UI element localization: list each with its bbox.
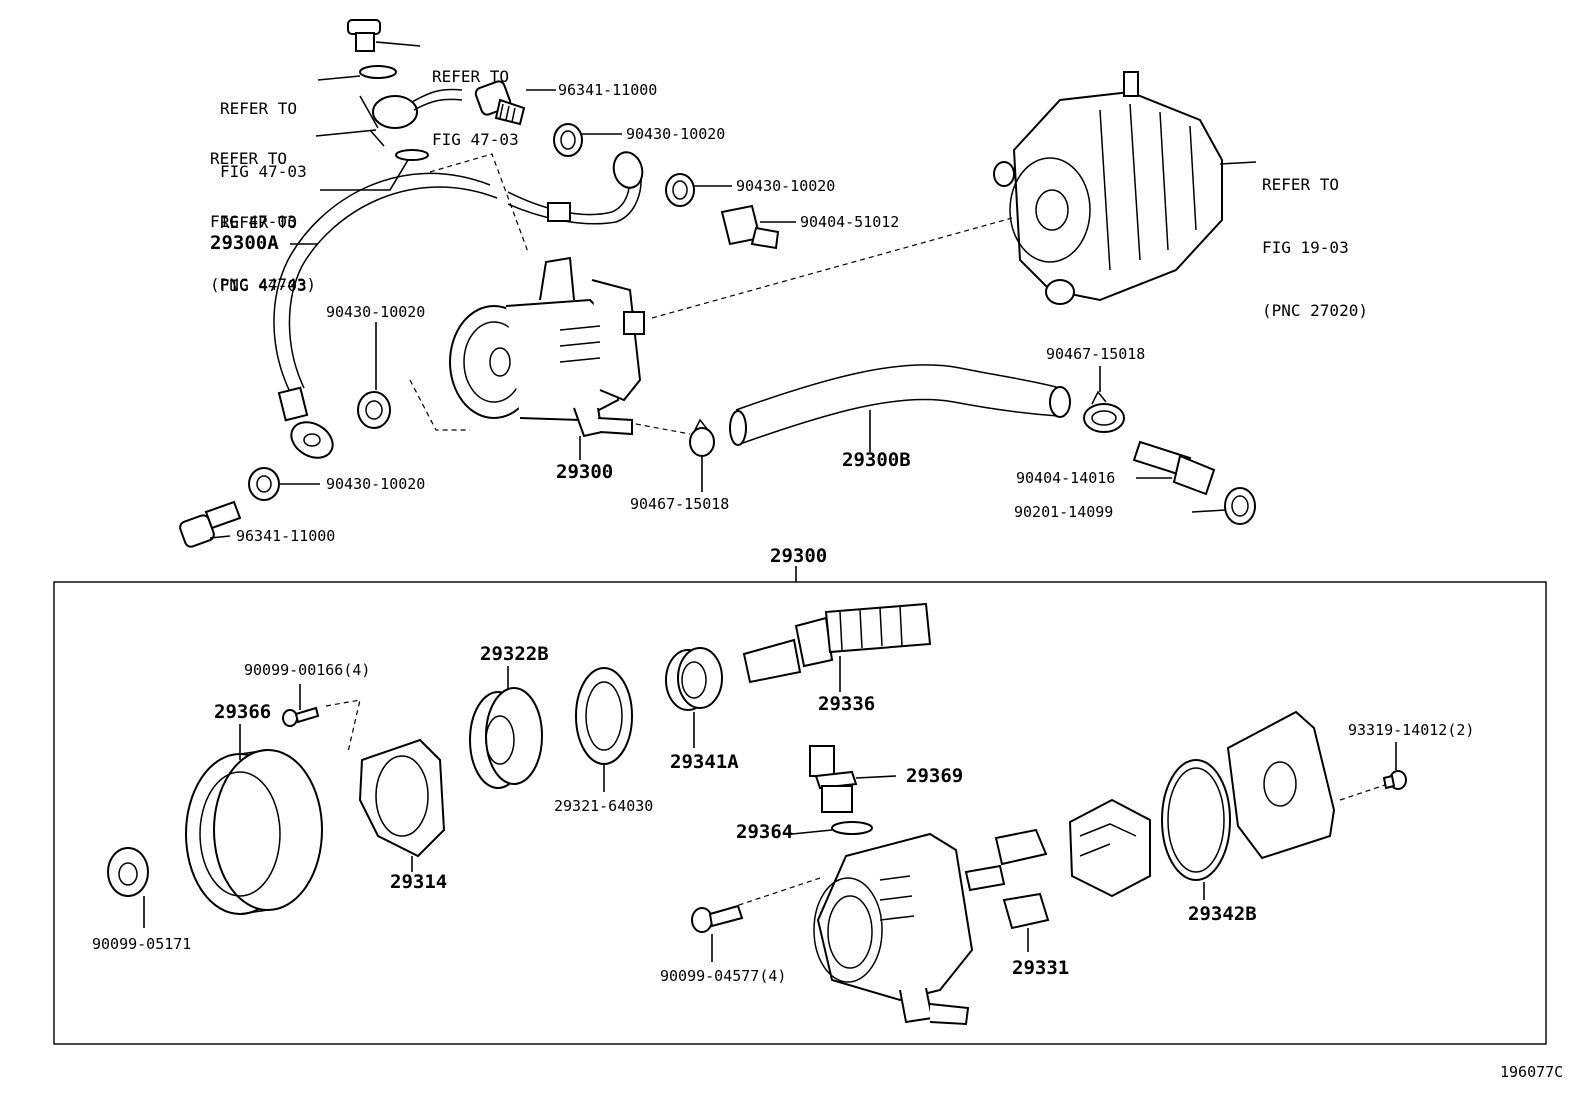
washer-b-part[interactable] <box>665 173 695 207</box>
ref-label-4[interactable]: REFER TO FIG 47-03 <box>220 170 307 317</box>
assembly-frame <box>53 581 1547 1045</box>
part-label-96341-top[interactable]: 96341-11000 <box>558 81 658 99</box>
part-label-90099-05171[interactable]: 90099-05171 <box>92 935 192 953</box>
alternator-part[interactable] <box>993 71 1223 305</box>
figure-id: 196077C <box>1500 1063 1564 1081</box>
part-label-90467-bottom[interactable]: 90467-15018 <box>630 495 730 513</box>
fitting-14016-part[interactable] <box>1132 440 1216 496</box>
part-label-29364[interactable]: 29364 <box>736 821 794 843</box>
part-label-90404-51012[interactable]: 90404-51012 <box>800 213 900 231</box>
part-label-90099-04577[interactable]: 90099-04577(4) <box>660 967 787 985</box>
cap-plug-part[interactable] <box>347 19 381 52</box>
part-label-29341A[interactable]: 29341A <box>670 751 739 773</box>
ref-label-1[interactable]: REFER TO FIG 47-03 <box>432 24 519 171</box>
ref-line: FIG 19-03 <box>1262 238 1349 257</box>
gasket-90201-part[interactable] <box>1224 487 1256 525</box>
part-label-90430-a[interactable]: 90430-10020 <box>626 125 726 143</box>
gasket-29342B-part[interactable] <box>1161 759 1231 881</box>
vacuum-pump-part[interactable] <box>449 256 645 438</box>
part-label-90430-b[interactable]: 90430-10020 <box>736 177 836 195</box>
part-label-29342B[interactable]: 29342B <box>1188 903 1257 925</box>
ref-line: FIG 47-03 <box>220 276 307 295</box>
part-label-29336[interactable]: 29336 <box>818 693 876 715</box>
ref-line: REFER TO <box>210 149 288 168</box>
shaft-29336-part[interactable] <box>742 602 932 684</box>
ref-line: FIG 47-03 <box>220 162 307 181</box>
bearing-29322B-part[interactable] <box>469 687 543 789</box>
hose-clamp-lower-part[interactable] <box>689 418 715 457</box>
part-label-96341-bottom[interactable]: 96341-11000 <box>236 527 336 545</box>
hose-29300A-part[interactable] <box>273 172 498 464</box>
part-label-29300-upper[interactable]: 29300 <box>556 461 614 483</box>
ref-line: (PNC 27020) <box>1262 301 1368 320</box>
part-label-90201[interactable]: 90201-14099 <box>1014 503 1114 521</box>
nut-05171-part[interactable] <box>107 847 149 897</box>
plate-29314-part[interactable] <box>358 738 446 858</box>
ref-label-2[interactable]: REFER TO FIG 47-03 <box>220 56 307 203</box>
part-label-29322B[interactable]: 29322B <box>480 643 549 665</box>
screw-00166-part[interactable] <box>282 706 320 727</box>
part-label-93319[interactable]: 93319-14012(2) <box>1348 721 1475 739</box>
ref-line: FIG 47-03 <box>432 130 519 149</box>
ref-label-5[interactable]: REFER TO FIG 19-03 (PNC 27020) <box>1262 132 1368 342</box>
pulley-29366-part[interactable] <box>185 749 323 915</box>
part-label-29369[interactable]: 29369 <box>906 765 964 787</box>
connector-51012-part[interactable] <box>720 204 780 250</box>
part-label-90099-00166[interactable]: 90099-00166(4) <box>244 661 371 679</box>
bolt-04577-part[interactable] <box>691 904 744 933</box>
hose-clamp-upper-part[interactable] <box>1083 390 1125 433</box>
rotor-part[interactable] <box>1068 798 1151 898</box>
part-label-29314[interactable]: 29314 <box>390 871 448 893</box>
part-label-90467-top[interactable]: 90467-15018 <box>1046 345 1146 363</box>
part-label-90404-14016[interactable]: 90404-14016 <box>1016 469 1116 487</box>
part-label-29331[interactable]: 29331 <box>1012 957 1070 979</box>
vanes-29331-part[interactable] <box>964 828 1050 930</box>
o-ring-lower-part[interactable] <box>395 149 429 161</box>
vacuum-switch-part[interactable] <box>359 88 463 147</box>
part-label-29300B[interactable]: 29300B <box>842 449 911 471</box>
part-label-29300-assembly[interactable]: 29300 <box>770 545 828 567</box>
o-ring-29364-part[interactable] <box>831 821 873 835</box>
washer-c-part[interactable] <box>357 391 391 429</box>
screw-93319-part[interactable] <box>1382 770 1407 790</box>
ref-line: (PNC 44743) <box>210 275 316 294</box>
union-bolt-top-part[interactable] <box>474 80 526 126</box>
valve-29369-part[interactable] <box>809 745 858 813</box>
part-label-29366[interactable]: 29366 <box>214 701 272 723</box>
ref-line: REFER TO <box>1262 175 1340 194</box>
hose-29300B-part[interactable] <box>729 364 1071 446</box>
ref-label-3[interactable]: REFER TO FIG 47-03 (PNC 44743) <box>210 106 316 316</box>
ref-line: REFER TO <box>220 99 298 118</box>
o-ring-part[interactable] <box>359 65 397 79</box>
ref-line: REFER TO <box>432 67 510 86</box>
ref-line: FIG 47-03 <box>210 212 297 231</box>
pump-housing-part[interactable] <box>813 832 974 1026</box>
cover-plate-part[interactable] <box>1226 710 1336 860</box>
washer-a-part[interactable] <box>553 123 583 157</box>
washer-d-part[interactable] <box>248 467 280 501</box>
part-label-29321[interactable]: 29321-64030 <box>554 797 654 815</box>
part-label-90430-d[interactable]: 90430-10020 <box>326 475 426 493</box>
ref-line: REFER TO <box>220 213 298 232</box>
oil-seal-29341A-part[interactable] <box>665 647 723 711</box>
union-bolt-bottom-part[interactable] <box>178 500 242 548</box>
part-label-29300A[interactable]: 29300A <box>210 232 279 254</box>
part-label-90430-c[interactable]: 90430-10020 <box>326 303 426 321</box>
